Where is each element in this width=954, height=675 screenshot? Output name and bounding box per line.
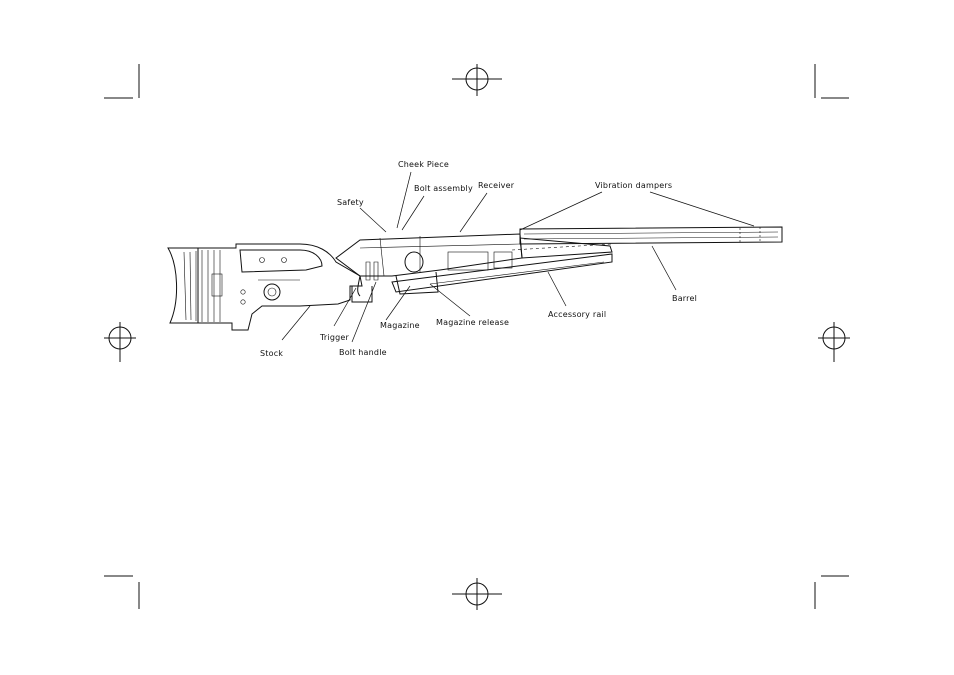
registration-mark-top bbox=[452, 64, 502, 96]
accessory-rail bbox=[511, 243, 613, 251]
diagram-labels: Cheek Piece Bolt assembly Receiver Safet… bbox=[260, 160, 697, 358]
label-vibration-dampers: Vibration dampers bbox=[595, 181, 672, 190]
butt-plate bbox=[167, 247, 223, 324]
cheek-piece bbox=[239, 249, 323, 273]
crop-marks bbox=[104, 64, 849, 609]
label-bolt-assembly: Bolt assembly bbox=[414, 184, 473, 193]
label-barrel: Barrel bbox=[672, 294, 697, 303]
leader-lines bbox=[281, 171, 755, 343]
rifle-drawing bbox=[167, 226, 783, 331]
registration-mark-right bbox=[818, 322, 850, 362]
chassis bbox=[519, 237, 613, 259]
stock-body bbox=[197, 243, 363, 331]
label-magazine-release: Magazine release bbox=[436, 318, 509, 327]
label-stock: Stock bbox=[260, 349, 283, 358]
registration-mark-left bbox=[104, 322, 136, 362]
label-bolt-handle: Bolt handle bbox=[339, 348, 387, 357]
label-accessory-rail: Accessory rail bbox=[548, 310, 606, 319]
label-cheek-piece: Cheek Piece bbox=[398, 160, 449, 169]
registration-mark-bottom bbox=[452, 578, 502, 610]
barrel bbox=[519, 226, 783, 245]
label-magazine: Magazine bbox=[380, 321, 420, 330]
label-receiver: Receiver bbox=[478, 181, 515, 190]
label-trigger: Trigger bbox=[319, 333, 350, 342]
receiver-body bbox=[335, 233, 523, 277]
label-safety: Safety bbox=[337, 198, 364, 207]
